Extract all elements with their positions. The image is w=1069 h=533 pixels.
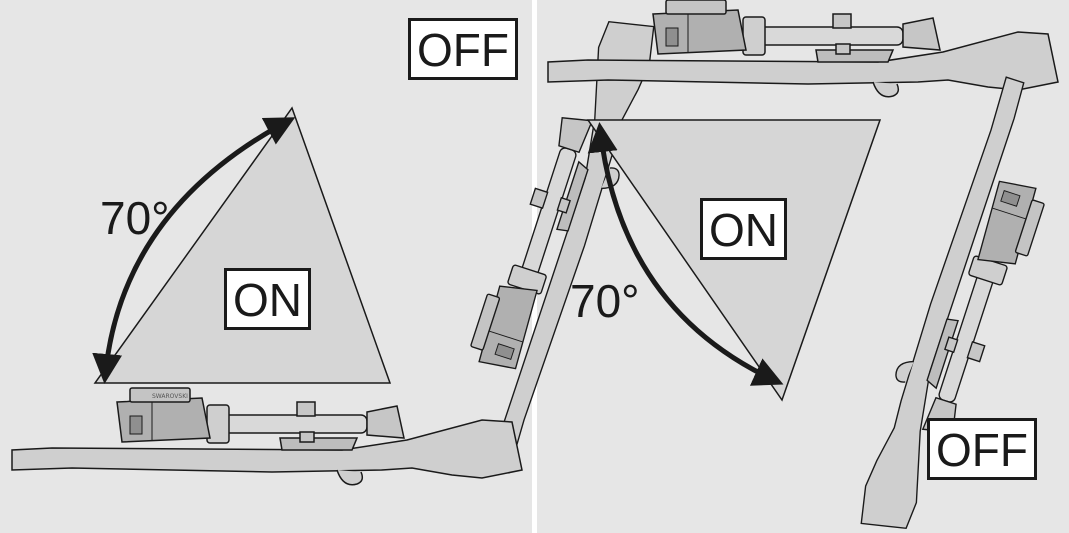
left-panel-art: SWAROVSKI — [11, 2, 668, 486]
angle-label: 70° — [570, 275, 640, 327]
angle-arc-arrow — [92, 117, 296, 384]
on-label: ON — [700, 198, 787, 260]
off-label: OFF — [408, 18, 518, 80]
rifle-horizontal-on: SWAROVSKI — [11, 387, 523, 486]
svg-text:SWAROVSKI: SWAROVSKI — [152, 393, 188, 400]
on-label: ON — [224, 268, 311, 330]
right-panel-art — [547, 0, 1069, 533]
off-label: OFF — [927, 418, 1037, 480]
angle-label: 70° — [100, 192, 170, 244]
angle-arc-arrow — [587, 122, 784, 386]
